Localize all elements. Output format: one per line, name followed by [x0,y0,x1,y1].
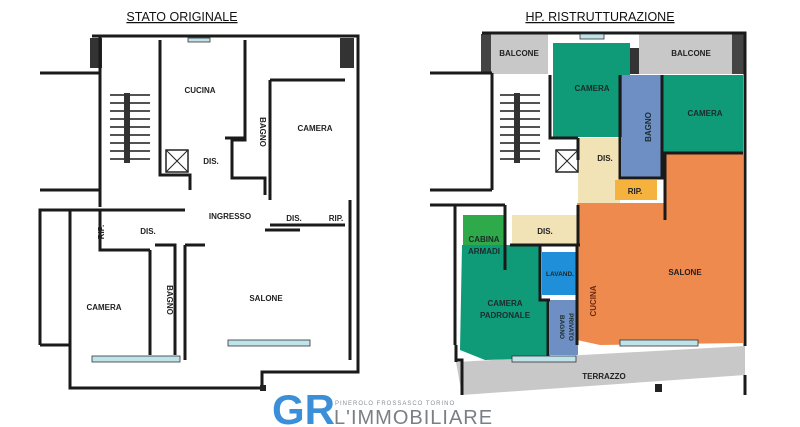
elevator-icon [555,149,579,173]
room-salone-area [577,153,743,345]
window [619,339,699,347]
watermark-towns: PINEROLO FROSSASCO TORINO [335,401,455,407]
room-camera: CAMERA [86,303,121,312]
room-dis: DIS. [597,154,613,163]
room-rip-area [615,180,657,200]
window [91,355,181,363]
room-dis: DIS. [140,227,156,236]
window [227,339,311,347]
room-lavanderia-area [542,252,578,295]
original-plan: CUCINA BAGNO CAMERA DIS. INGRESSO DIS. R… [38,34,360,391]
room-camera: CAMERA [687,109,722,118]
window [511,355,577,363]
watermark-gr: GR [272,386,335,427]
window [187,37,211,43]
room-balcone-area [639,34,732,74]
room-camera: CAMERA [574,84,609,93]
room-cucina: CUCINA [589,285,598,316]
elevator-icon [165,149,189,173]
room-rip: RIP. [97,225,106,240]
room-camera-padronale-area [460,245,548,360]
room-dis-area [512,215,577,245]
room-bagno: BAGNO [165,285,174,315]
room-balcone: BALCONE [499,49,539,58]
room-bagno-privato: BAGNO [558,315,565,339]
room-camera-padronale: CAMERA [487,299,522,308]
room-rip: RIP. [628,187,643,196]
room-camera-padronale: PADRONALE [480,311,531,320]
title-renovation: HP. RISTRUTTURAZIONE [525,10,674,24]
room-bagno-privato-area [550,300,578,355]
room-ingresso: INGRESSO [209,212,251,221]
room-dis: DIS. [203,157,219,166]
room-salone: SALONE [249,294,283,303]
room-camera: CAMERA [297,124,332,133]
room-lavanderia: LAVAND. [546,271,574,278]
renovation-plan: BALCONE BALCONE CAMERA BAGNO CAMERA DIS.… [430,31,747,395]
room-bagno: BAGNO [258,117,267,147]
room-salone: SALONE [668,268,702,277]
room-dis: DIS. [537,227,553,236]
watermark-logo: GR PINEROLO FROSSASCO TORINO L'IMMOBILIA… [272,386,493,427]
room-camera-area [553,43,630,137]
room-bagno-privato: PRIVATO [567,313,574,341]
room-dis-area [578,138,620,203]
window [579,33,605,40]
stair-rail [124,93,130,163]
room-armadi: ARMADI [468,247,500,256]
pillar [340,38,354,68]
room-terrazzo: TERRAZZO [582,372,626,381]
room-balcone: BALCONE [671,49,711,58]
room-cabina: CABINA [468,235,499,244]
watermark-brand: L'IMMOBILIARE [334,407,493,427]
room-bagno-area [622,75,662,177]
room-rip: RIP. [329,214,344,223]
room-bagno: BAGNO [644,112,653,142]
room-balcone-area [490,34,548,74]
title-original: STATO ORIGINALE [126,10,237,24]
room-camera-area [663,75,743,153]
room-dis: DIS. [286,214,302,223]
room-cucina: CUCINA [184,86,215,95]
